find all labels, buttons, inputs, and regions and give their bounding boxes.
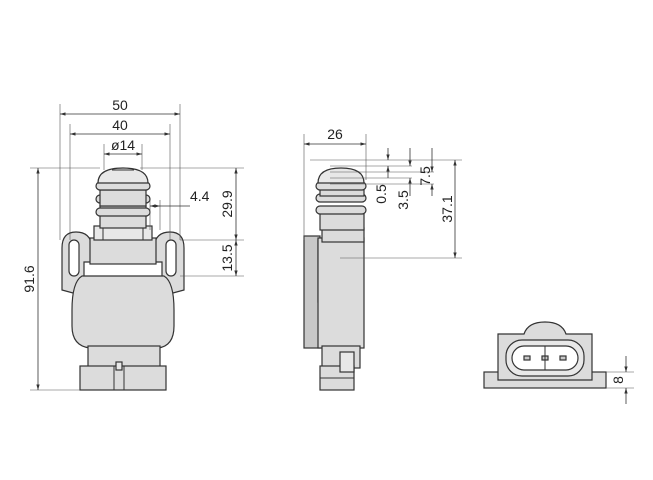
dim-side-step-c: 7.5 <box>417 166 433 186</box>
dim-front-total-height: 91.6 <box>21 265 37 292</box>
front-dimensions: 50 40 ø14 4.4 29.9 13.5 91.6 <box>21 97 244 391</box>
front-lower-neck <box>87 345 161 369</box>
side-view <box>303 167 367 391</box>
right-ear-slot <box>165 239 177 277</box>
front-neck <box>89 237 157 265</box>
side-bellows <box>315 167 367 231</box>
dim-front-width-outer: 50 <box>112 97 128 113</box>
dim-front-width-inner: 40 <box>112 117 128 133</box>
dim-side-step-b: 3.5 <box>395 190 411 210</box>
end-view <box>483 321 607 389</box>
front-view <box>61 167 185 391</box>
front-connector <box>79 365 167 391</box>
side-main-body <box>317 237 365 349</box>
dim-front-offset: 4.4 <box>190 188 210 204</box>
dim-side-width: 26 <box>327 126 343 142</box>
dim-front-diameter: ø14 <box>111 137 135 153</box>
side-dimensions: 26 0.5 3.5 7.5 37.1 <box>303 126 462 259</box>
dim-side-height: 37.1 <box>439 195 455 222</box>
left-ear-slot <box>68 239 80 277</box>
end-dimensions: 8 <box>606 356 634 404</box>
dim-side-step-a: 0.5 <box>373 184 389 204</box>
dim-end-flange: 8 <box>610 376 626 384</box>
dim-front-plunger-height: 29.9 <box>219 190 235 217</box>
end-pin-3 <box>559 355 567 361</box>
front-bellows <box>95 167 151 229</box>
dim-front-slot-height: 13.5 <box>219 244 235 271</box>
front-main-body <box>71 275 175 349</box>
end-pin-1 <box>523 355 531 361</box>
